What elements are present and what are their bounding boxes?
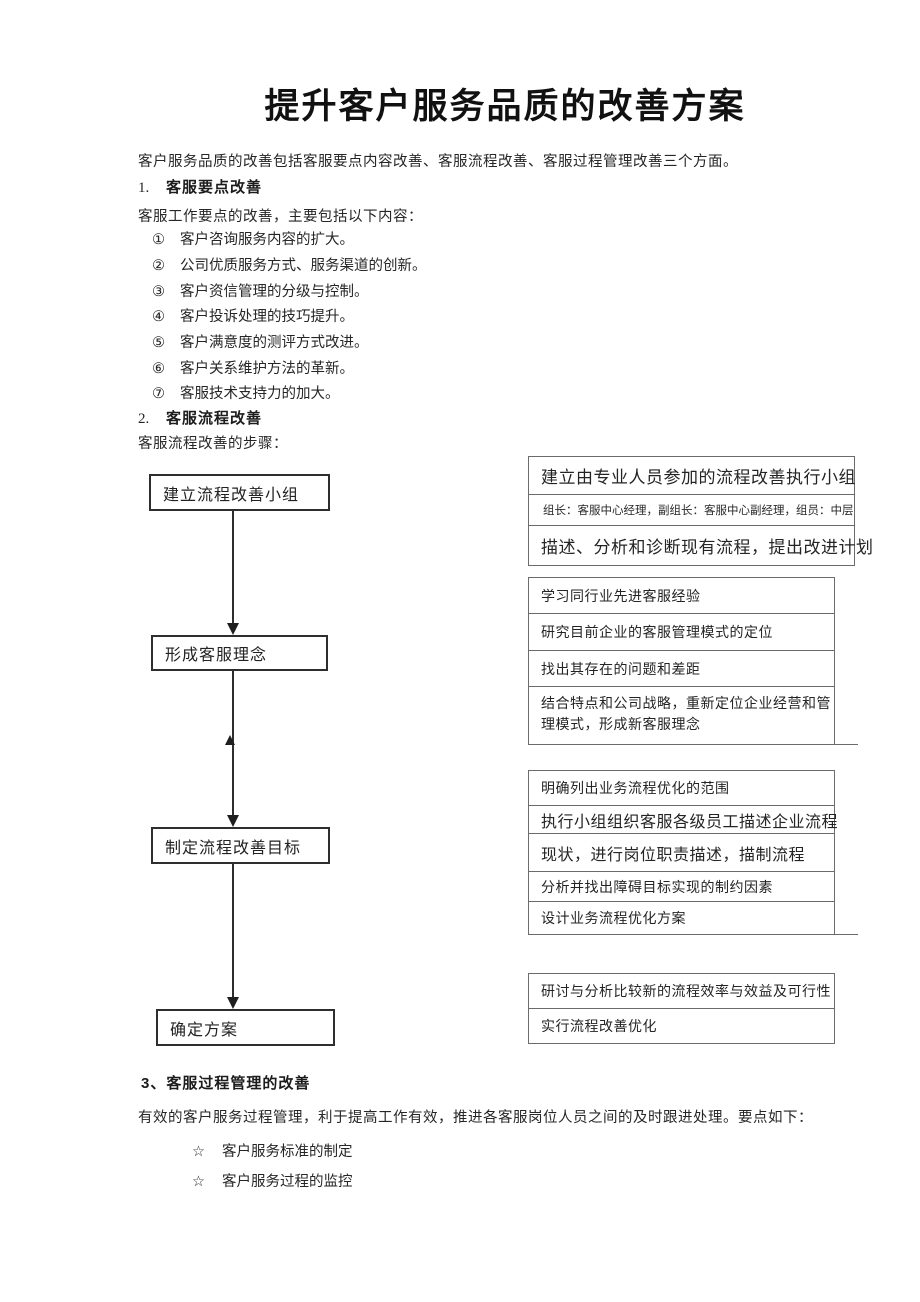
flow-detail-group-4: 研讨与分析比较新的流程效率与效益及可行性 实行流程改善优化 [528,973,835,1044]
intro-paragraph: 客户服务品质的改善包括客服要点内容改善、客服流程改善、客服过程管理改善三个方面。 [138,154,738,170]
section2-number: 2. [138,411,150,427]
detail-row: 建立由专业人员参加的流程改善执行小组 [529,457,856,495]
connector-tail-line [834,744,858,745]
star-marker: ☆ [192,1144,205,1160]
detail-row: 现状，进行岗位职责描述，描制流程 [529,834,834,872]
list-item: ① 客户咨询服务内容的扩大。 [152,228,354,249]
list-marker: ③ [152,284,165,300]
list-marker: ⑥ [152,361,165,377]
list-text: 客服技术支持力的加大。 [180,386,340,402]
list-item: ⑥ 客户关系维护方法的革新。 [152,357,354,378]
detail-row: 设计业务流程优化方案 [541,912,686,927]
section2-heading: 2. 客服流程改善 [138,407,262,428]
section1-lead: 客服工作要点的改善，主要包括以下内容： [138,209,423,225]
detail-row-note: 组长：客服中心经理，副组长：客服中心副经理，组员：中层 [529,495,854,526]
section1-title: 客服要点改善 [166,179,263,196]
list-item: ④ 客户投诉处理的技巧提升。 [152,305,354,326]
flow-step-box-2: 形成客服理念 [151,635,328,671]
arrowhead-down-icon [227,997,239,1009]
list-marker: ⑤ [152,335,165,351]
list-item: ⑤ 客户满意度的测评方式改进。 [152,331,369,352]
list-text: 客户投诉处理的技巧提升。 [180,309,354,325]
list-text: 客户关系维护方法的革新。 [180,361,354,377]
star-item: ☆ 客户服务标准的制定 [192,1140,353,1161]
list-text: 公司优质服务方式、服务渠道的创新。 [180,258,427,274]
section3-heading: 3、客服过程管理的改善 [141,1075,311,1092]
flow-step-label: 形成客服理念 [165,647,268,664]
detail-row: 实行流程改善优化 [541,1020,657,1035]
connector-tail-line [834,934,858,935]
arrowhead-down-icon [227,623,239,635]
list-marker: ⑦ [152,386,165,402]
list-item: ② 公司优质服务方式、服务渠道的创新。 [152,254,427,275]
detail-row: 找出其存在的问题和差距 [529,651,834,687]
detail-row: 研讨与分析比较新的流程效率与效益及可行性 [529,974,834,1009]
list-text: 客户资信管理的分级与控制。 [180,284,369,300]
flow-connector-3 [232,864,234,998]
flow-connector-1 [232,511,234,624]
detail-row-line: 结合特点和公司战略，重新定位企业经营和管 [541,697,831,712]
arrowhead-up-icon [225,735,235,745]
section1-number: 1. [138,180,150,196]
flow-detail-group-1: 建立由专业人员参加的流程改善执行小组 组长：客服中心经理，副组长：客服中心副经理… [528,456,874,566]
arrowhead-down-icon [227,815,239,827]
list-text: 客户满意度的测评方式改进。 [180,335,369,351]
detail-row: 执行小组组织客服各级员工描述企业流程 [529,806,838,834]
detail-row: 研究目前企业的客服管理模式的定位 [529,614,834,651]
page-title: 提升客户服务品质的改善方案 [264,87,746,126]
section2-lead: 客服流程改善的步骤： [138,436,288,452]
list-marker: ① [152,232,165,248]
detail-row: 结合特点和公司战略，重新定位企业经营和管 理模式，形成新客服理念 [529,687,834,744]
star-item: ☆ 客户服务过程的监控 [192,1170,353,1191]
list-item: ③ 客户资信管理的分级与控制。 [152,280,369,301]
detail-row: 明确列出业务流程优化的范围 [529,771,834,806]
list-item: ⑦ 客服技术支持力的加大。 [152,382,340,403]
detail-row-line: 理模式，形成新客服理念 [541,718,701,733]
detail-row: 描述、分析和诊断现有流程，提出改进计划 [541,538,874,557]
flow-detail-group-2: 学习同行业先进客服经验 研究目前企业的客服管理模式的定位 找出其存在的问题和差距… [528,577,835,745]
flow-detail-group-3: 明确列出业务流程优化的范围 执行小组组织客服各级员工描述企业流程 现状，进行岗位… [528,770,838,935]
section1-heading: 1. 客服要点改善 [138,176,262,197]
star-marker: ☆ [192,1174,205,1190]
detail-row: 学习同行业先进客服经验 [529,578,834,614]
star-text: 客户服务过程的监控 [222,1174,353,1190]
list-text: 客户咨询服务内容的扩大。 [180,232,354,248]
section3-lead: 有效的客户服务过程管理，利于提高工作有效，推进各客服岗位人员之间的及时跟进处理。… [138,1110,813,1126]
detail-row: 分析并找出障碍目标实现的制约因素 [529,872,834,902]
section2-title: 客服流程改善 [166,410,263,427]
flow-step-label: 制定流程改善目标 [165,839,302,857]
flow-step-label: 确定方案 [170,1021,239,1039]
flow-step-box-1: 建立流程改善小组 [149,474,330,511]
flow-step-box-4: 确定方案 [156,1009,335,1046]
flow-step-box-3: 制定流程改善目标 [151,827,330,864]
flow-step-label: 建立流程改善小组 [163,486,300,504]
list-marker: ④ [152,309,165,325]
star-text: 客户服务标准的制定 [222,1144,353,1160]
list-marker: ② [152,258,165,274]
